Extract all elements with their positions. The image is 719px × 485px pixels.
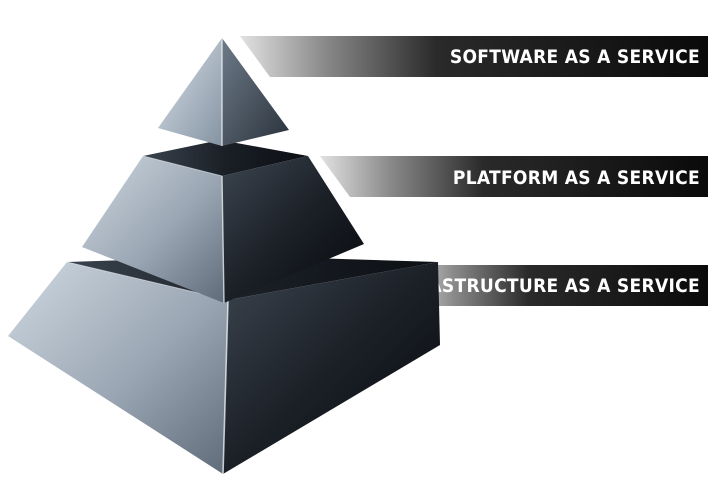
label-infrastructure-as-a-service: INFRASTRUCTURE AS A SERVICE — [382, 275, 700, 297]
band-infrastructure: INFRASTRUCTURE AS A SERVICE — [382, 265, 708, 306]
pyramid-tier-platform — [82, 140, 364, 304]
label-software-as-a-service: SOFTWARE AS A SERVICE — [450, 46, 700, 68]
band-software: SOFTWARE AS A SERVICE — [240, 36, 708, 77]
pyramid-tier-infrastructure — [8, 256, 440, 475]
label-platform-as-a-service: PLATFORM AS A SERVICE — [453, 167, 700, 189]
pyramid-tier-software — [158, 38, 289, 146]
band-platform: PLATFORM AS A SERVICE — [320, 156, 708, 197]
